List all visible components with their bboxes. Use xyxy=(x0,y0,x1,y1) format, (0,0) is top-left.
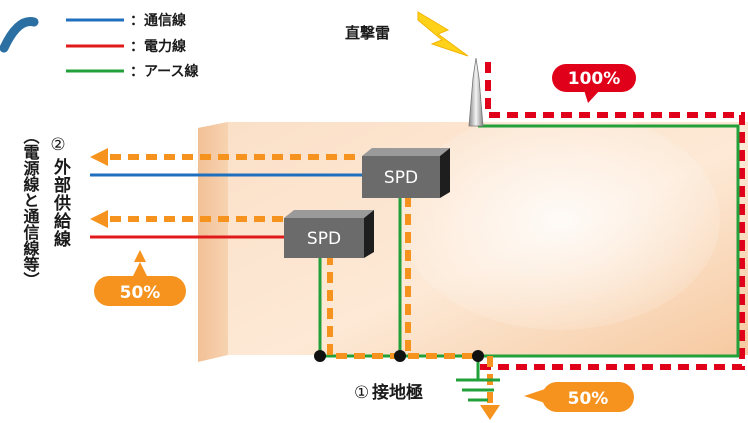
spd-lower: SPD xyxy=(284,210,374,258)
building xyxy=(198,110,748,362)
legend: ：通信線 ：電力線 ：アース線 xyxy=(66,12,198,80)
arrow-out-lower-icon xyxy=(90,210,108,228)
current-path-100 xyxy=(480,62,745,370)
arrow-out-upper-icon xyxy=(90,148,108,166)
external-lines-label: ② 外部供給線 （電源線と通信線等） xyxy=(21,128,72,288)
callout-50-left-text: 50% xyxy=(120,283,161,303)
callout-100: 100% xyxy=(552,64,636,103)
callout-50-left: 50% xyxy=(94,250,186,306)
legend-label-communication: ：通信線 xyxy=(130,12,186,29)
external-lines-title: 外部供給線 xyxy=(50,157,72,248)
lightning-label: 直撃雷 xyxy=(345,24,390,42)
callout-50-ground-text: 50% xyxy=(568,389,609,409)
decorative-arc-icon xyxy=(0,17,39,53)
ground-label: 接地極 xyxy=(372,382,423,403)
building-left-face xyxy=(198,122,228,362)
external-supply-lines xyxy=(90,148,362,239)
legend-label-power: ：電力線 xyxy=(130,38,186,55)
spd-upper: SPD xyxy=(362,148,450,198)
external-lines-number: ② xyxy=(50,135,65,155)
lightning-rod xyxy=(468,57,484,127)
ground-arrow-icon xyxy=(480,405,500,420)
ground-electrode-icon xyxy=(456,378,500,402)
junction-dots xyxy=(314,350,484,362)
lightning-bolt-icon xyxy=(417,11,469,57)
callout-100-text: 100% xyxy=(568,69,621,89)
spd-upper-label: SPD xyxy=(384,168,418,188)
callout-50-ground: 50% xyxy=(524,382,634,412)
external-lines-subtitle: （電源線と通信線等） xyxy=(21,128,41,288)
earth-conductor xyxy=(318,124,740,380)
spd-lower-label: SPD xyxy=(307,229,341,249)
ground-label-number: ① xyxy=(354,383,369,403)
legend-label-earth: ：アース線 xyxy=(130,63,198,80)
